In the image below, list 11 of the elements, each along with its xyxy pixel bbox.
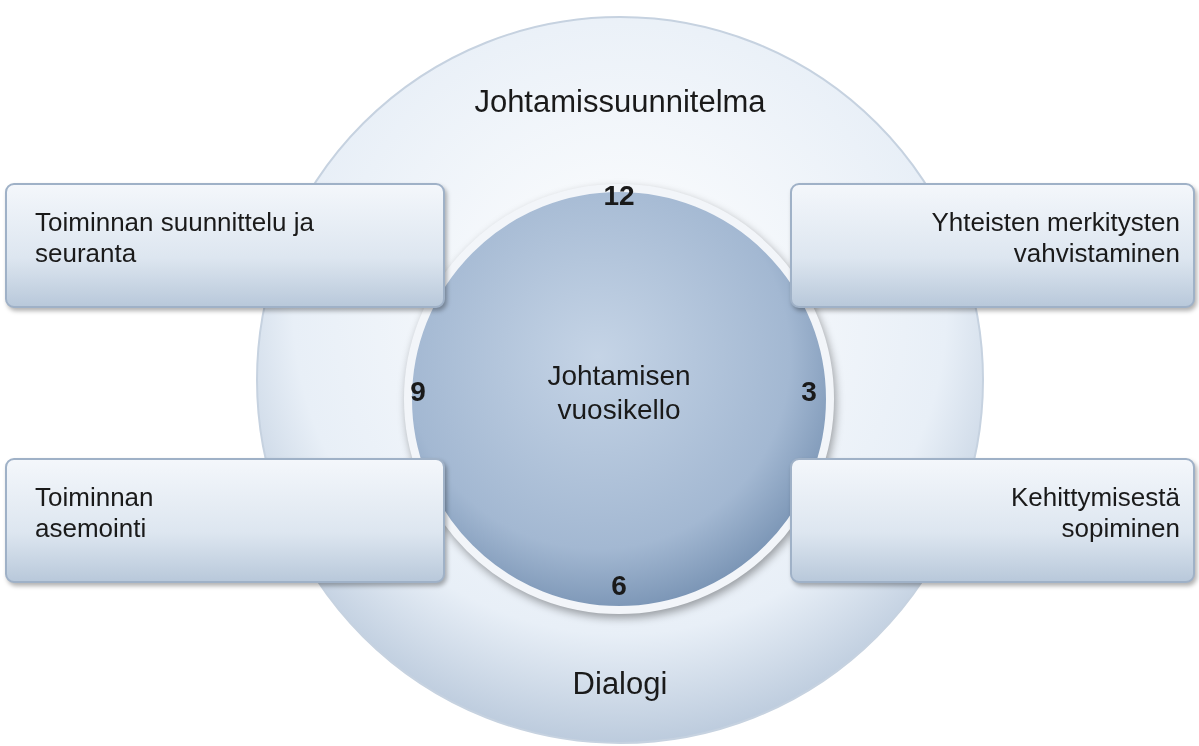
bar-label: Toiminnan asemointi xyxy=(35,482,155,545)
center-label: Johtamisen vuosikello xyxy=(546,359,692,427)
circle-label: Dialogi xyxy=(571,665,669,703)
bar-label: Kehittymisestä sopiminen xyxy=(1009,482,1180,545)
clock-number: 3 xyxy=(800,375,818,409)
bar-label: Yhteisten merkitysten vahvistaminen xyxy=(930,207,1180,270)
clock-number: 6 xyxy=(610,569,628,603)
clock-number: 9 xyxy=(409,375,427,409)
clock-number: 12 xyxy=(602,179,636,213)
bar-label: Toiminnan suunnittelu ja seuranta xyxy=(35,207,315,270)
circle-label: Johtamissuunnitelma xyxy=(473,83,767,121)
